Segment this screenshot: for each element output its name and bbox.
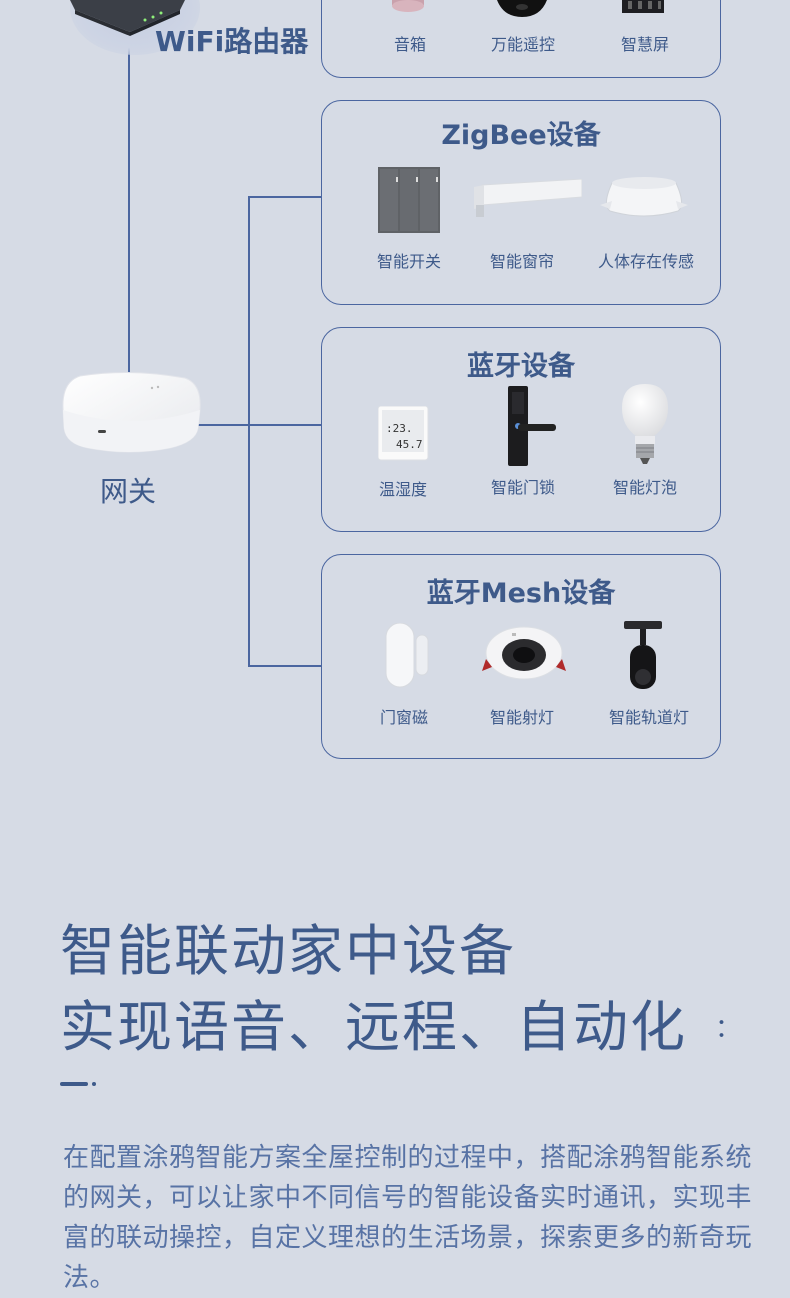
gateway-connector	[196, 424, 322, 426]
light-bulb-icon	[622, 384, 668, 464]
bluetooth-card-title: 蓝牙设备	[467, 351, 575, 382]
gateway-icon	[62, 371, 201, 453]
device-label-door-window-sensor: 门窗磁	[379, 708, 428, 727]
speaker-icon	[392, 0, 424, 12]
track-light-icon	[624, 621, 662, 689]
device-label-thermo-hygrometer: 温湿度	[378, 480, 427, 499]
headline-line-2: 实现语音、远程、自动化	[60, 995, 688, 1059]
thermo-hygrometer-icon: :23. 45.7	[378, 406, 429, 461]
device-label-track-light: 智能轨道灯	[608, 708, 689, 727]
accent-dash	[60, 1082, 88, 1086]
trunk-connector	[248, 196, 250, 666]
remote-control-icon	[497, 0, 547, 17]
router-label: WiFi路由器	[155, 25, 309, 58]
device-label-door-lock: 智能门锁	[490, 478, 555, 497]
headline-line-1: 智能联动家中设备	[60, 919, 517, 983]
description-paragraph: 在配置涂鸦智能方案全屋控制的过程中，搭配涂鸦智能系统的网关，可以让家中不同信号的…	[63, 1143, 753, 1293]
device-label-spotlight: 智能射灯	[489, 708, 554, 727]
device-label-smart-screen: 智慧屏	[620, 35, 669, 54]
router-gateway-connector	[128, 30, 130, 375]
bluetooth-device-card: 蓝牙设备 :23. 45.7 温湿度 智能门锁 智能灯泡	[321, 327, 721, 532]
device-label-remote: 万能遥控	[490, 35, 555, 54]
smart-curtain-icon	[474, 179, 582, 217]
headline-colon: ：	[715, 1014, 742, 1044]
zigbee-card-title: ZigBee设备	[441, 120, 601, 151]
svg-text::23.: :23.	[386, 422, 413, 435]
door-lock-icon	[508, 386, 556, 466]
device-label-light-bulb: 智能灯泡	[612, 478, 677, 497]
wifi-router-icon	[70, 0, 185, 36]
smart-switch-icon	[378, 167, 440, 233]
device-label-smart-curtain: 智能窗帘	[489, 252, 554, 271]
device-label-presence-sensor: 人体存在传感	[597, 252, 694, 271]
mesh-connector	[248, 665, 322, 667]
wifi-device-card: 音箱 万能遥控 智慧屏	[321, 0, 721, 78]
zigbee-connector	[248, 196, 322, 198]
device-label-smart-switch: 智能开关	[376, 252, 441, 271]
device-label-speaker: 音箱	[393, 35, 426, 54]
zigbee-device-card: ZigBee设备 智能开关 智能窗帘 人体存在传感	[321, 100, 721, 305]
accent-dot	[92, 1082, 96, 1086]
bluetooth-mesh-device-card: 蓝牙Mesh设备 门窗磁 智能射灯 智能轨道灯	[321, 554, 721, 759]
gateway-label: 网关	[100, 475, 157, 508]
smart-screen-icon	[622, 0, 664, 13]
mesh-card-title: 蓝牙Mesh设备	[426, 578, 616, 609]
presence-sensor-icon	[600, 177, 688, 217]
spotlight-icon	[482, 626, 566, 680]
svg-text:45.7: 45.7	[396, 438, 423, 451]
door-window-sensor-icon	[385, 623, 429, 688]
